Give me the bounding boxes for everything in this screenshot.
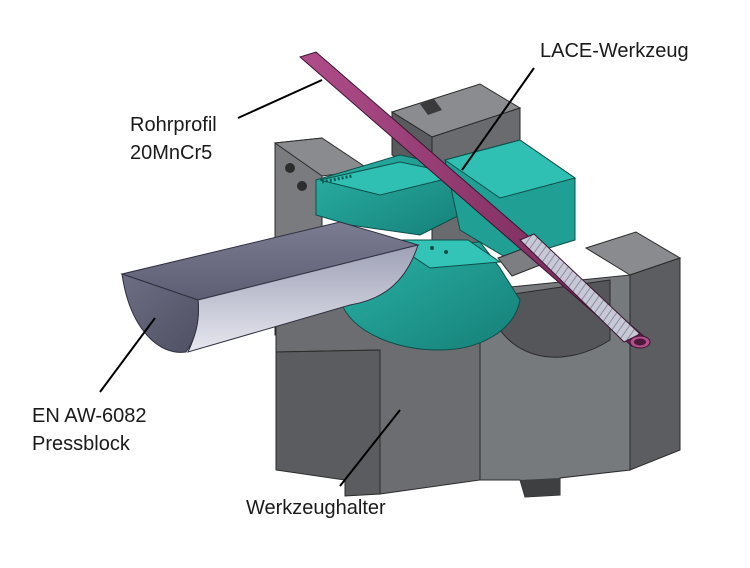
holder-right-block-face (629, 257, 681, 471)
leader-lace-tool (461, 67, 535, 171)
label-press-block-line2: Pressblock (32, 433, 131, 455)
holder-slot (420, 99, 442, 115)
holder-left-skirt (275, 349, 381, 497)
leader-tube (237, 79, 323, 119)
press-block-end-face (121, 273, 199, 353)
label-lace-tool: LACE-Werkzeug (540, 40, 689, 62)
leader-press-block (99, 317, 156, 393)
tube-knurled-section (519, 233, 641, 343)
label-press-block-line1: EN AW-6082 (32, 405, 147, 427)
screw-hole-icon (297, 181, 307, 191)
label-holder: Werkzeughalter (246, 497, 386, 519)
holder-bottom-notch (520, 478, 560, 497)
label-tube-line1: Rohrprofil (130, 114, 217, 136)
tube-profile-drawing (298, 51, 651, 349)
label-tube-line2: 20MnCr5 (130, 142, 212, 164)
lace-middle-insert-top (443, 139, 577, 199)
leader-holder (339, 409, 401, 487)
labels: LACE-Werkzeug Rohrprofil 20MnCr5 EN AW-6… (32, 40, 689, 519)
leader-lines (99, 67, 535, 487)
press-block-drawing (120, 221, 420, 353)
screw-hole-icon (285, 163, 295, 173)
